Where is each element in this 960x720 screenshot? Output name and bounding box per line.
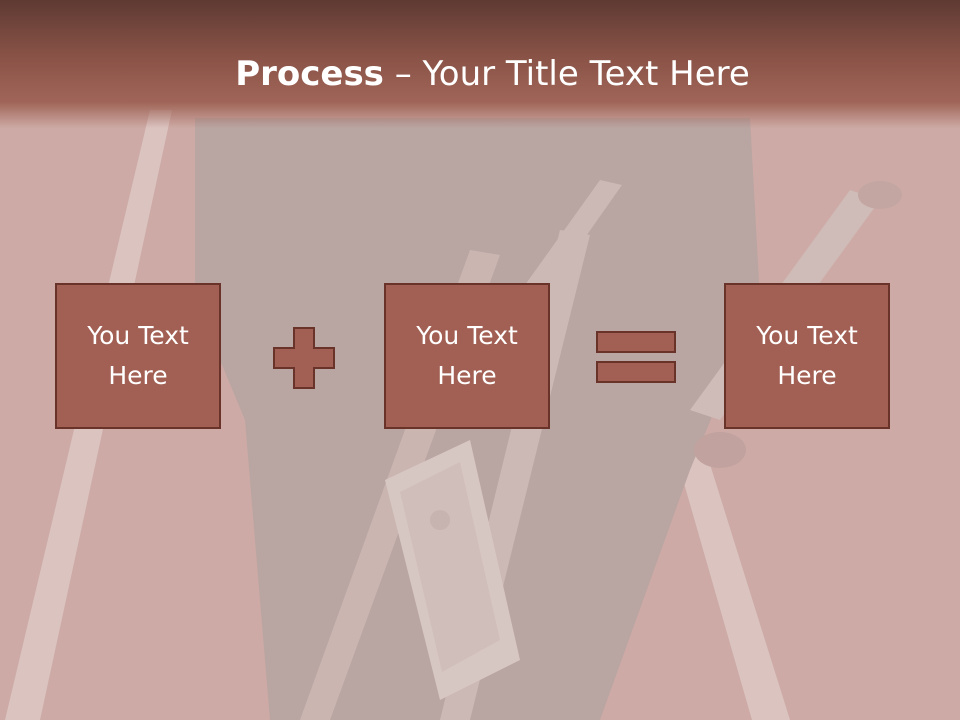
text-box-2-line1: You Text [416, 321, 518, 350]
text-box-1-line2: Here [108, 361, 168, 390]
plus-icon [273, 327, 335, 389]
text-box-3-line2: Here [777, 361, 837, 390]
title-rest-text: – Your Title Text Here [383, 54, 750, 94]
equals-icon [596, 331, 676, 383]
text-box-2-line2: Here [437, 361, 497, 390]
title-bold-text: Process [235, 54, 384, 94]
title-bar: Process – Your Title Text Here [0, 0, 960, 128]
text-box-3-line1: You Text [756, 321, 858, 350]
slide-title[interactable]: Process – Your Title Text Here [0, 50, 960, 98]
text-box-1-line1: You Text [87, 321, 189, 350]
